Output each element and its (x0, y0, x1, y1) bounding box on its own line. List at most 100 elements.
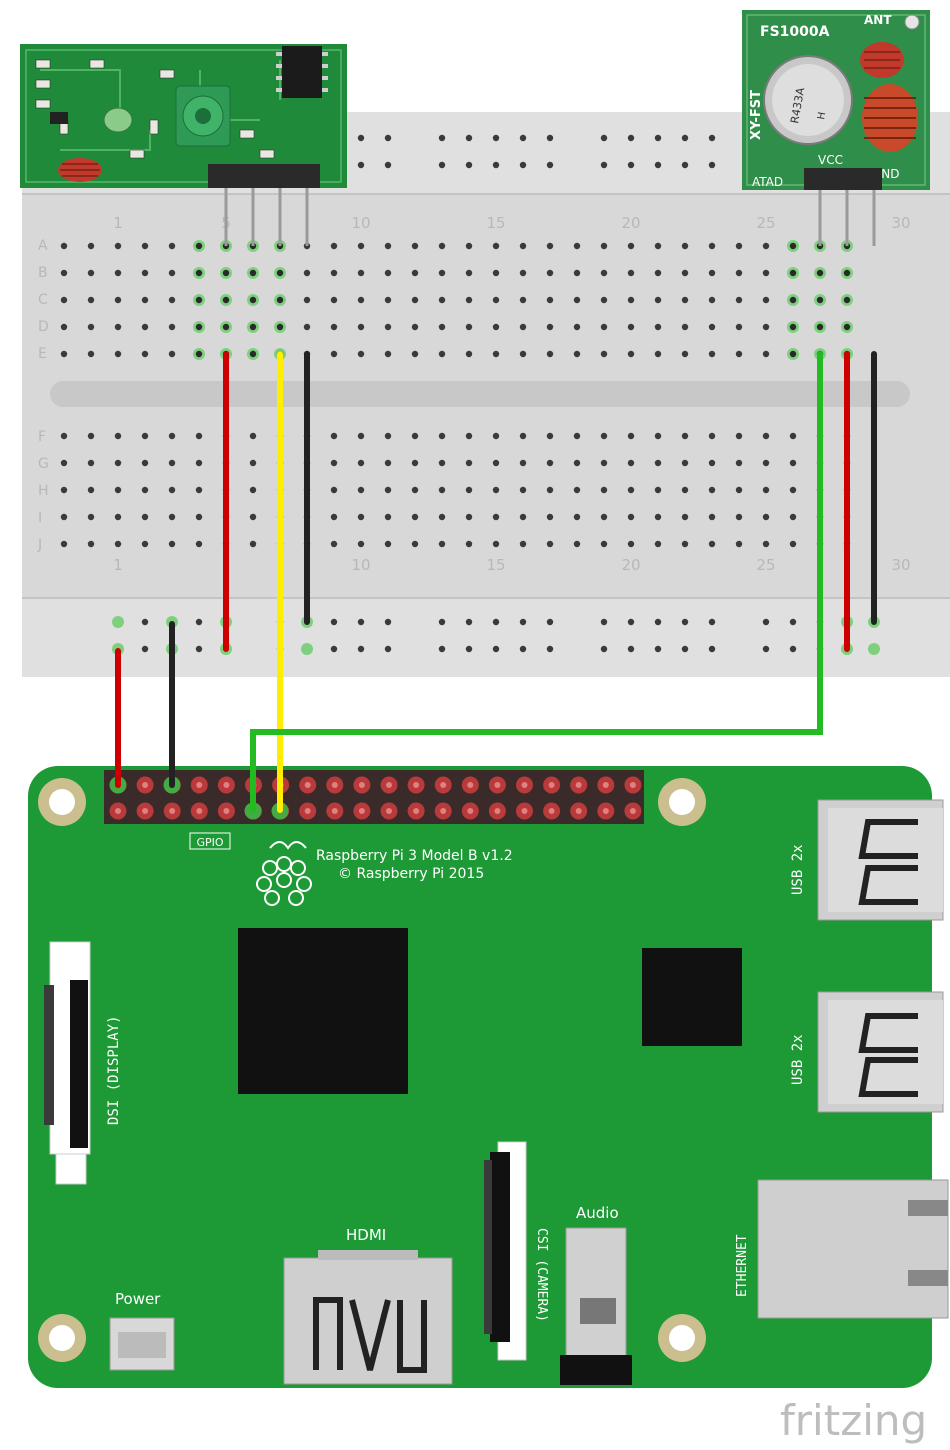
fritzing-watermark: fritzing (780, 1396, 927, 1445)
breadboard-hole (141, 486, 149, 494)
power-rail-hole (492, 645, 500, 653)
transistor (50, 112, 68, 124)
crystal-letter: H (816, 111, 828, 120)
breadboard-hole (60, 486, 68, 494)
breadboard-hole (600, 323, 608, 331)
raspberry-pi-board: GPIO Raspberry Pi 3 Model B v1.2 © Raspb… (28, 766, 949, 1388)
breadboard-hole (411, 296, 419, 304)
connected-hole (195, 269, 203, 277)
gpio-pin-center (331, 782, 338, 788)
breadboard-hole (60, 432, 68, 440)
usb-label-1: USB 2x (790, 844, 806, 895)
breadboard-hole (492, 323, 500, 331)
breadboard-hole (384, 296, 392, 304)
power-rail-hole (465, 161, 473, 169)
connected-hole (249, 350, 257, 358)
breadboard-hole (573, 432, 581, 440)
gpio-pin-center (358, 782, 365, 788)
breadboard-hole (438, 486, 446, 494)
power-rail-hole (546, 134, 554, 142)
gpio-pin-center (413, 782, 420, 788)
breadboard-hole (465, 459, 473, 467)
raspberry-logo-icon (256, 841, 312, 906)
power-rail-hole (654, 618, 662, 626)
connected-hole (195, 350, 203, 358)
power-rail-hole (438, 645, 446, 653)
transmitter-coil-icon (860, 42, 918, 152)
power-rail-hole (519, 161, 527, 169)
breadboard-hole (60, 540, 68, 548)
row-label-c: C (38, 292, 48, 308)
breadboard-hole (492, 513, 500, 521)
connected-hole (249, 269, 257, 277)
power-rail-hole (681, 645, 689, 653)
power-rail-hole (708, 618, 716, 626)
col-number-15-bottom: 15 (486, 556, 505, 574)
breadboard-hole (87, 432, 95, 440)
gpio-pin-center (331, 808, 338, 814)
col-number-30-top: 30 (891, 214, 910, 232)
breadboard-hole (60, 242, 68, 250)
breadboard-hole (114, 486, 122, 494)
breadboard-hole (708, 459, 716, 467)
breadboard-hole (114, 296, 122, 304)
connected-hole (843, 296, 851, 304)
breadboard-hole (708, 432, 716, 440)
breadboard-hole (708, 296, 716, 304)
breadboard-hole (60, 459, 68, 467)
breadboard-hole (114, 323, 122, 331)
breadboard-hole (735, 296, 743, 304)
breadboard-hole (681, 432, 689, 440)
breadboard-hole (546, 296, 554, 304)
breadboard-hole (330, 350, 338, 358)
breadboard-hole (465, 269, 473, 277)
power-rail-hole (141, 645, 149, 653)
breadboard-hole (357, 323, 365, 331)
connected-hole (195, 323, 203, 331)
hdmi-port (283, 1250, 453, 1385)
breadboard-hole (168, 486, 176, 494)
connected-hole (816, 269, 824, 277)
breadboard-hole (735, 540, 743, 548)
breadboard-hole (411, 459, 419, 467)
power-rail-hole (384, 645, 392, 653)
antenna-label: ANT (864, 13, 892, 27)
power-rail-hole (195, 645, 203, 653)
power-rail-hole (708, 161, 716, 169)
breadboard-hole (438, 432, 446, 440)
breadboard-hole (114, 432, 122, 440)
breadboard-hole (87, 486, 95, 494)
breadboard-hole (168, 242, 176, 250)
breadboard-hole (573, 296, 581, 304)
breadboard-hole (654, 486, 662, 494)
breadboard-hole (762, 323, 770, 331)
power-rail-hole (438, 618, 446, 626)
breadboard-hole (384, 513, 392, 521)
gpio-pin-center (169, 808, 176, 814)
breadboard-hole (654, 513, 662, 521)
connected-hole (222, 269, 230, 277)
gpio-pin-center (223, 808, 230, 814)
breadboard-hole (411, 350, 419, 358)
breadboard-hole (141, 242, 149, 250)
breadboard-hole (654, 432, 662, 440)
power-rail-hole (519, 134, 527, 142)
power-rail-hole (465, 645, 473, 653)
gpio-pin-center (602, 808, 609, 814)
breadboard-hole (654, 459, 662, 467)
ethernet-port (757, 1179, 949, 1319)
power-rail-hole (357, 161, 365, 169)
breadboard-hole (465, 540, 473, 548)
col-number-15-top: 15 (486, 214, 505, 232)
breadboard-hole (519, 269, 527, 277)
breadboard-hole (519, 540, 527, 548)
gpio-pin-center (629, 782, 636, 788)
breadboard-hole (708, 242, 716, 250)
connected-hole (789, 296, 797, 304)
breadboard-hole (114, 540, 122, 548)
breadboard-hole (357, 513, 365, 521)
power-rail-hole (708, 645, 716, 653)
breadboard-hole (573, 269, 581, 277)
breadboard-hole (330, 459, 338, 467)
connected-hole (222, 323, 230, 331)
